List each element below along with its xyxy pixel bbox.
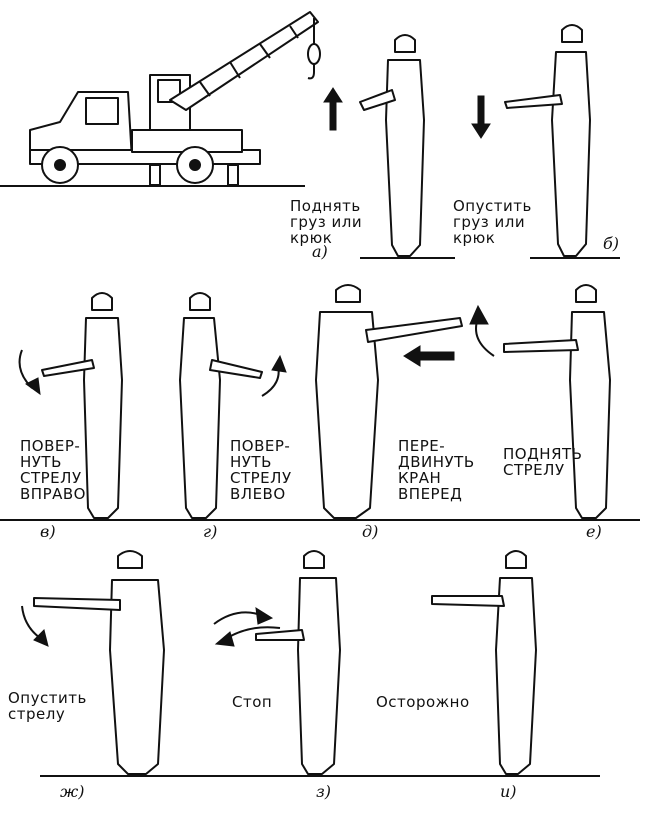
worker-figure-b [504, 24, 620, 259]
caption-d: д) [362, 522, 379, 541]
label-d: Пере- двинуть кран вперед [398, 437, 475, 503]
label-z: Стоп [232, 693, 273, 711]
label-g: Повер- нуть стрелу влево [230, 437, 292, 503]
caption-e: е) [586, 522, 602, 541]
worker-figure-z [255, 550, 341, 775]
label-i: Осторожно [376, 693, 470, 711]
caption-g: г) [203, 522, 218, 541]
worker-figure-g [179, 292, 263, 519]
label-zh: Опустить стрелу [8, 689, 87, 723]
arrow-up-icon [323, 87, 343, 131]
caption-b: б) [603, 234, 620, 253]
caption-a: а) [312, 242, 328, 261]
worker-figure-zh [33, 550, 165, 775]
worker-figure-a [359, 34, 455, 259]
label-b: Опустить груз или крюк [453, 197, 532, 247]
label-v: Повер- нуть стрелу вправо [20, 437, 86, 503]
worker-figure-v [41, 292, 123, 519]
caption-zh: ж) [60, 782, 85, 801]
arrow-down-icon [471, 95, 491, 139]
label-e: Поднять стрелу [503, 445, 583, 479]
worker-figure-e [503, 284, 611, 519]
truck-crane-illustration [0, 11, 321, 187]
worker-figure-d [315, 284, 463, 519]
label-a: Поднять груз или крюк [290, 197, 363, 247]
caption-i: и) [500, 782, 517, 801]
arrow-left-icon [403, 345, 455, 367]
worker-figure-i [431, 550, 537, 775]
caption-v: в) [40, 522, 56, 541]
caption-z: з) [316, 782, 331, 801]
lower-boom-arrow-icon [21, 605, 41, 639]
